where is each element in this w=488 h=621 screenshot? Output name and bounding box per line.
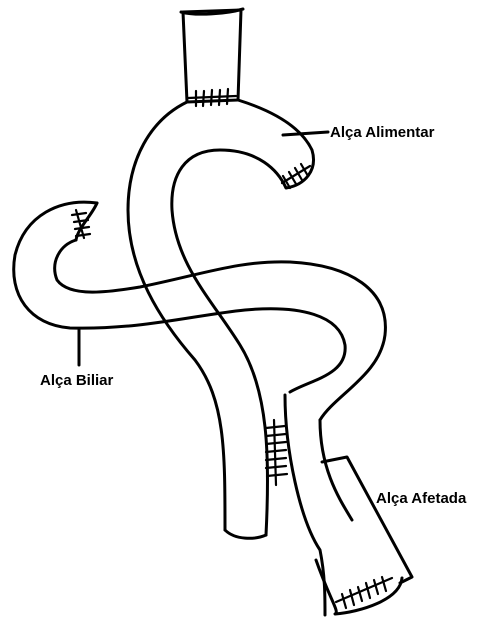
biliary-end-staple-line <box>72 210 90 238</box>
biliary-limb-lower-wall <box>14 202 345 392</box>
biliary-limb-upper-wall <box>55 240 386 420</box>
afferent-limb-tube <box>322 457 412 583</box>
label-alimentar: Alça Alimentar <box>330 124 435 141</box>
top-staple-line <box>188 89 236 106</box>
alimentary-limb-end <box>225 530 266 538</box>
alimentary-end-staple-line <box>282 164 310 188</box>
label-biliar: Alça Biliar <box>40 372 114 389</box>
alimentar-leader-line <box>283 132 328 135</box>
label-afetada: Alça Afetada <box>376 490 467 507</box>
anastomosis-staple-line <box>266 420 287 485</box>
afferent-limb-right-wall <box>320 420 352 520</box>
afferent-staple-line <box>336 577 392 608</box>
top-stump <box>181 9 243 102</box>
